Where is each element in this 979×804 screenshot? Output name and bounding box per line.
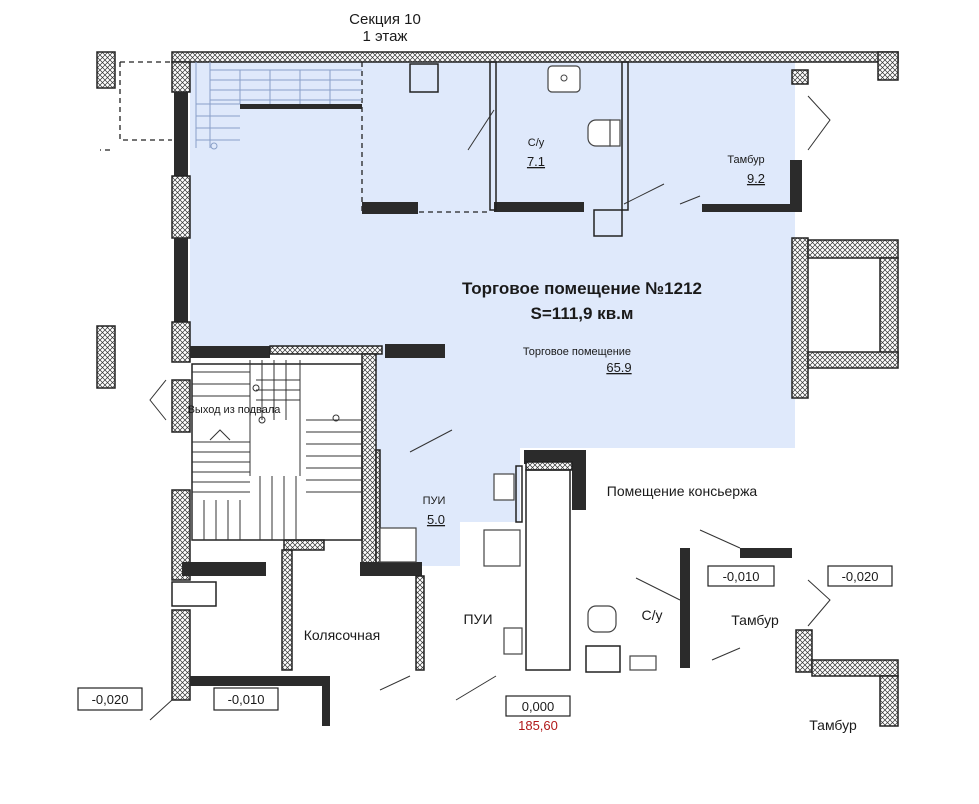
room-wc-lower-name: С/у [642,607,663,623]
room-vestibule-top-area: 9.2 [747,171,765,186]
level-mark-left-inner: -0,010 [213,687,279,711]
level-center-value: 0,000 [522,699,555,714]
staircase [191,360,363,541]
level-left-inner-value: -0,010 [228,692,265,707]
level-left-value: -0,020 [92,692,129,707]
level-mark-right: -0,020 [827,565,893,587]
level-right-value: -0,020 [842,569,879,584]
room-concierge-name: Помещение консьержа [607,483,758,499]
room-wc-top-area: 7.1 [527,154,545,169]
room-retail-name: Торговое помещение [523,346,631,358]
unit-area: S=111,9 кв.м [531,304,634,323]
fixtures [379,65,657,671]
room-vestibule-top-name: Тамбур [727,154,764,166]
upper-stair [195,62,362,150]
unit-title: Торговое помещение №1212 [462,279,702,298]
room-pram-name: Колясочная [304,627,380,643]
room-vestibule-bottom-name: Тамбур [809,717,857,733]
section-label: Секция 10 [349,11,421,28]
room-vestibule-lower-name: Тамбур [731,612,779,628]
level-mark-center: 0,000 185,60 [505,695,571,733]
room-puy-small-name: ПУИ [423,495,446,507]
doors [149,95,831,721]
level-center-abs-value: 185,60 [518,718,558,733]
floor-label: 1 этаж [363,28,408,45]
room-puy-small-area: 5.0 [427,512,445,527]
level-mark-concierge: -0,010 [707,565,775,587]
room-basement-exit-name: Выход из подвала [188,404,282,416]
room-retail-area: 65.9 [606,360,631,375]
room-wc-top-name: С/у [528,137,545,149]
level-concierge-value: -0,010 [723,569,760,584]
dashed-outline [100,61,490,213]
room-puy-lower-name: ПУИ [463,611,492,627]
level-mark-left: -0,020 [77,687,143,711]
unit-highlight [190,62,795,566]
